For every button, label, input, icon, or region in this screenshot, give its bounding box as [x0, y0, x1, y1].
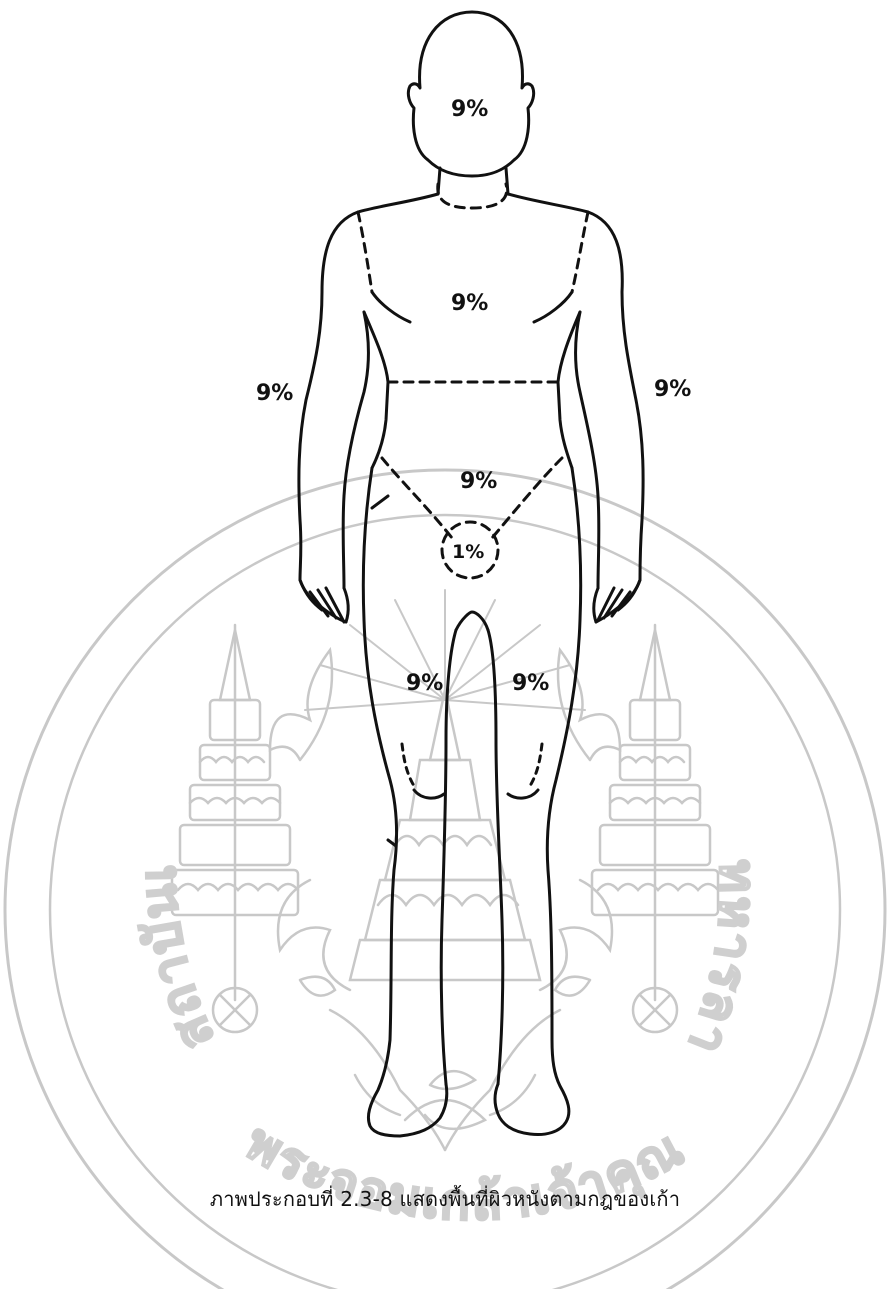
abdomen-percent-label: 9%: [460, 469, 497, 494]
seal-right-umbrella: [592, 625, 718, 1032]
left-leg-outer: [363, 468, 446, 1136]
chest-left-line: [372, 292, 410, 322]
neck-right: [506, 168, 508, 194]
left-shoulder-arm-outer: [299, 194, 438, 622]
right-hand: [594, 580, 640, 622]
neck-boundary: [438, 184, 507, 208]
left-shoulder-seam: [358, 212, 372, 292]
right-shoulder-seam: [572, 212, 588, 292]
genital-percent-label: 1%: [452, 541, 484, 563]
seal-text-right: ทหารลาดกระบัง: [0, 0, 767, 1064]
right-knee-dashes: [530, 744, 542, 786]
right-arm-percent-label: 9%: [654, 377, 691, 402]
human-figure-outline: [299, 12, 643, 1136]
chest-right-line: [534, 292, 572, 322]
figure-caption: ภาพประกอบที่ 2.3-8 แสดงพื้นที่ผิวหนังตาม…: [0, 1183, 890, 1215]
head-outline: [408, 12, 533, 176]
left-knee-dashes: [402, 744, 414, 786]
right-leg-inner: [488, 630, 503, 1084]
right-leg-percent-label: 9%: [512, 671, 549, 696]
chest-percent-label: 9%: [451, 291, 488, 316]
left-leg-percent-label: 9%: [406, 671, 443, 696]
seal-text-left: สถาบันเทคโนโลยี: [0, 0, 226, 1059]
left-hand: [300, 580, 348, 622]
crotch-line: [456, 612, 488, 630]
right-leg-outer: [495, 468, 581, 1135]
right-knee-mark: [508, 790, 538, 798]
hip-tick: [372, 496, 388, 508]
head-percent-label: 9%: [451, 97, 488, 122]
left-knee-mark: [414, 790, 444, 798]
left-arm-percent-label: 9%: [256, 381, 293, 406]
groin-boundary-right: [492, 458, 562, 538]
